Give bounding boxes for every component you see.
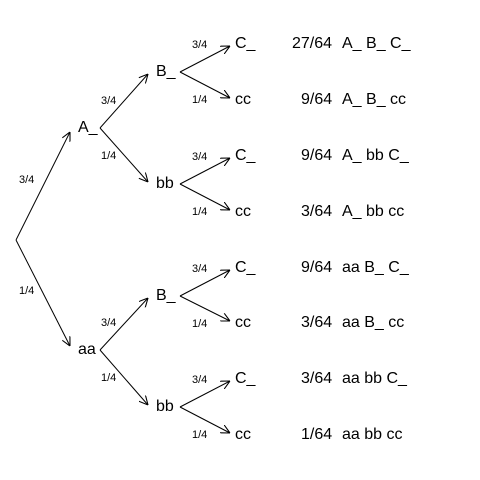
branch-probability: 3/4 xyxy=(192,373,208,386)
branch-probability: 3/4 xyxy=(19,173,35,186)
outcome-probability: 1/64 xyxy=(301,426,333,443)
edge-level3-2 xyxy=(179,158,230,185)
node-level3: cc xyxy=(235,426,251,443)
edge-level3-1 xyxy=(179,71,230,98)
outcome-probability: 3/64 xyxy=(301,314,333,331)
edge-level3-4 xyxy=(179,270,230,297)
outcome-genotype: A_ bb C_ xyxy=(342,147,409,164)
branch-probability: 1/4 xyxy=(192,317,208,330)
branch-probability: 3/4 xyxy=(101,94,117,107)
node-level2: bb xyxy=(156,175,174,192)
edge-level2-3 xyxy=(99,349,148,405)
node-level3: C_ xyxy=(235,147,256,164)
node-level1: aa xyxy=(78,341,96,358)
branch-probability: 1/4 xyxy=(101,371,117,384)
outcome-probability: 9/64 xyxy=(301,91,333,108)
branch-probability: 3/4 xyxy=(192,150,208,163)
outcome-genotype: A_ B_ cc xyxy=(342,91,407,108)
branch-probability: 3/4 xyxy=(192,262,208,275)
outcome-probability: 9/64 xyxy=(301,259,333,276)
edge-level3-3 xyxy=(179,183,230,210)
node-level3: cc xyxy=(235,91,251,108)
branch-probability: 3/4 xyxy=(192,38,208,51)
outcome-genotype: aa B_ C_ xyxy=(342,259,409,276)
node-level2: B_ xyxy=(156,63,176,80)
outcome-probability: 3/64 xyxy=(301,203,333,220)
outcome-genotype: A_ B_ C_ xyxy=(342,35,411,52)
edge-level2-1 xyxy=(99,127,148,182)
branch-probability: 1/4 xyxy=(192,428,208,441)
branch-probability: 1/4 xyxy=(192,93,208,106)
edge-level3-0 xyxy=(179,46,230,73)
outcome-genotype: A_ bb cc xyxy=(342,203,405,220)
outcome-genotype: aa bb cc xyxy=(342,426,403,443)
node-level3: C_ xyxy=(235,370,256,387)
node-level3: C_ xyxy=(235,35,256,52)
branch-probability: 1/4 xyxy=(19,284,35,297)
node-level1: A_ xyxy=(78,119,98,136)
branch-probability: 3/4 xyxy=(101,316,117,329)
node-level2: bb xyxy=(156,398,174,415)
node-level3: cc xyxy=(235,203,251,220)
branch-probability: 1/4 xyxy=(192,205,208,218)
outcome-probability: 27/64 xyxy=(292,35,333,52)
outcome-probability: 9/64 xyxy=(301,147,333,164)
edge-level3-6 xyxy=(179,381,230,408)
node-level2: B_ xyxy=(156,287,176,304)
edge-level3-7 xyxy=(179,406,230,433)
edge-root-to-A-0 xyxy=(15,132,70,241)
branch-probability: 1/4 xyxy=(101,149,117,162)
outcome-genotype: aa B_ cc xyxy=(342,314,405,331)
outcome-probability: 3/64 xyxy=(301,370,333,387)
edge-level2-0 xyxy=(99,74,148,129)
outcome-genotype: aa bb C_ xyxy=(342,370,407,387)
edge-level3-5 xyxy=(179,295,230,321)
edge-root-to-aa-1 xyxy=(15,239,70,346)
node-level3: C_ xyxy=(235,259,256,276)
node-level3: cc xyxy=(235,314,251,331)
edge-level2-2 xyxy=(99,298,148,351)
